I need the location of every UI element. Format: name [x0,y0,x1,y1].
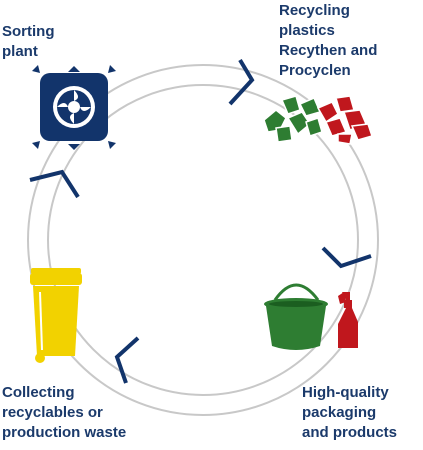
outer-ring [27,64,379,416]
stage-label-line: packaging [302,404,377,421]
stage-label-line: Recythen and [279,42,378,59]
stage-label-line: and products [302,424,398,441]
inner-ring [47,84,359,396]
stage-label-line: production waste [2,424,127,441]
stage-label-line: High-quality [302,384,389,401]
stage-label-line: Procyclen [279,62,351,79]
stage-label-line: recyclables or [2,404,103,421]
stage-label-line: Recycling [279,2,350,19]
stage-label-sorting: Sorting plant [2,22,55,62]
stage-label-line: plastics [279,22,335,39]
arrow-chevron-right [321,246,372,269]
stage-label-line: Sorting [2,23,55,40]
stage-label-collecting: Collecting recyclables or production was… [2,383,126,443]
arrow-chevron-top-right [228,58,255,106]
stage-label-recycling: Recycling plastics Recythen and Procycle… [279,1,377,81]
plastic-flakes-icon [263,95,373,145]
stage-label-line: plant [2,43,38,60]
arrow-chevron-left [29,169,80,199]
sorting-machine-icon [32,65,116,150]
stage-label-products: High-quality packaging and products [302,383,397,443]
arrow-chevron-bottom-left [114,336,140,384]
wheelie-bin-icon [30,268,82,363]
bucket-and-spray-bottle-icon [264,283,358,350]
stage-label-line: Collecting [2,384,75,401]
